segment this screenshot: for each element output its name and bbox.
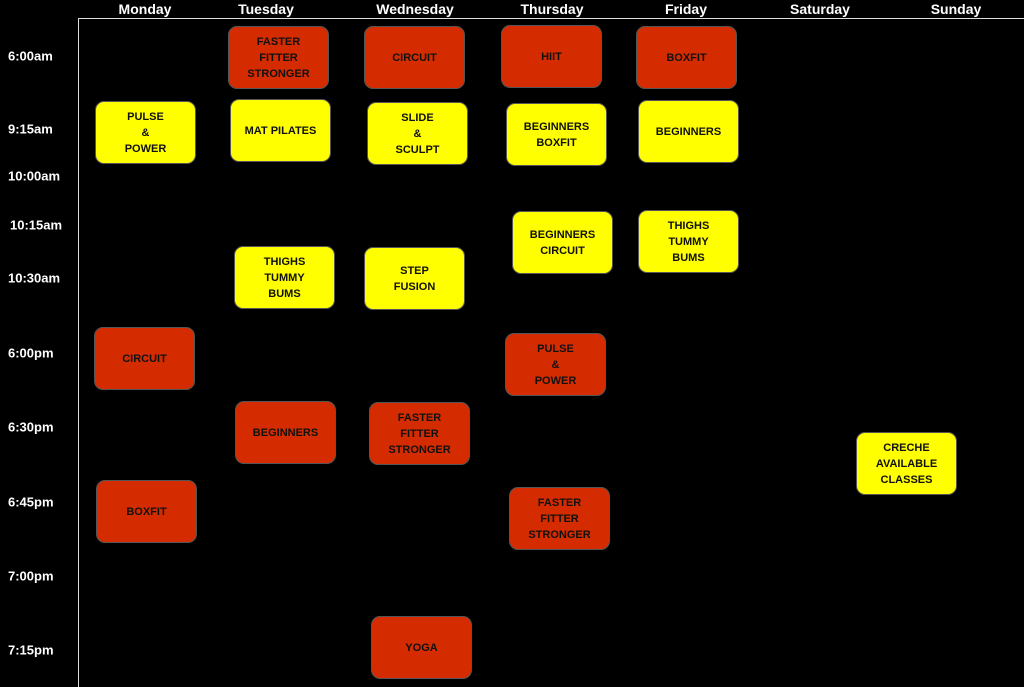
- time-label: 7:00pm: [8, 568, 54, 584]
- day-header-friday: Friday: [664, 1, 708, 17]
- class-block[interactable]: CIRCUIT: [364, 26, 465, 89]
- class-block[interactable]: PULSE & POWER: [95, 101, 196, 164]
- timetable-grid: [78, 18, 1024, 687]
- class-block[interactable]: BEGINNERS: [235, 401, 336, 464]
- time-label: 6:00pm: [8, 345, 54, 361]
- day-header-tuesday: Tuesday: [238, 1, 294, 17]
- time-label: 10:00am: [8, 168, 61, 184]
- class-block[interactable]: FASTER FITTER STRONGER: [228, 26, 329, 89]
- time-label: 6:45pm: [8, 494, 54, 510]
- day-header-thursday: Thursday: [520, 1, 584, 17]
- class-block[interactable]: SLIDE & SCULPT: [367, 102, 468, 165]
- class-block[interactable]: BOXFIT: [636, 26, 737, 89]
- time-label: 9:15am: [8, 121, 53, 137]
- day-header-wednesday: Wednesday: [376, 1, 454, 17]
- time-label: 6:30pm: [8, 419, 54, 435]
- class-block[interactable]: CIRCUIT: [94, 327, 195, 390]
- class-block[interactable]: BEGINNERS BOXFIT: [506, 103, 607, 166]
- class-block[interactable]: CRECHE AVAILABLE CLASSES: [856, 432, 957, 495]
- class-block[interactable]: FASTER FITTER STRONGER: [369, 402, 470, 465]
- class-block[interactable]: YOGA: [371, 616, 472, 679]
- day-header-monday: Monday: [118, 1, 172, 17]
- class-block[interactable]: THIGHS TUMMY BUMS: [638, 210, 739, 273]
- class-block[interactable]: PULSE & POWER: [505, 333, 606, 396]
- class-block[interactable]: THIGHS TUMMY BUMS: [234, 246, 335, 309]
- class-block[interactable]: HIIT: [501, 25, 602, 88]
- time-label: 10:30am: [8, 270, 61, 286]
- day-header-sunday: Sunday: [930, 1, 982, 17]
- class-block[interactable]: BOXFIT: [96, 480, 197, 543]
- time-label: 6:00am: [8, 48, 53, 64]
- time-label: 7:15pm: [8, 642, 54, 658]
- class-block[interactable]: BEGINNERS CIRCUIT: [512, 211, 613, 274]
- class-block[interactable]: STEP FUSION: [364, 247, 465, 310]
- time-label: 10:15am: [10, 217, 63, 233]
- class-block[interactable]: FASTER FITTER STRONGER: [509, 487, 610, 550]
- class-block[interactable]: BEGINNERS: [638, 100, 739, 163]
- class-block[interactable]: MAT PILATES: [230, 99, 331, 162]
- day-header-saturday: Saturday: [790, 1, 850, 17]
